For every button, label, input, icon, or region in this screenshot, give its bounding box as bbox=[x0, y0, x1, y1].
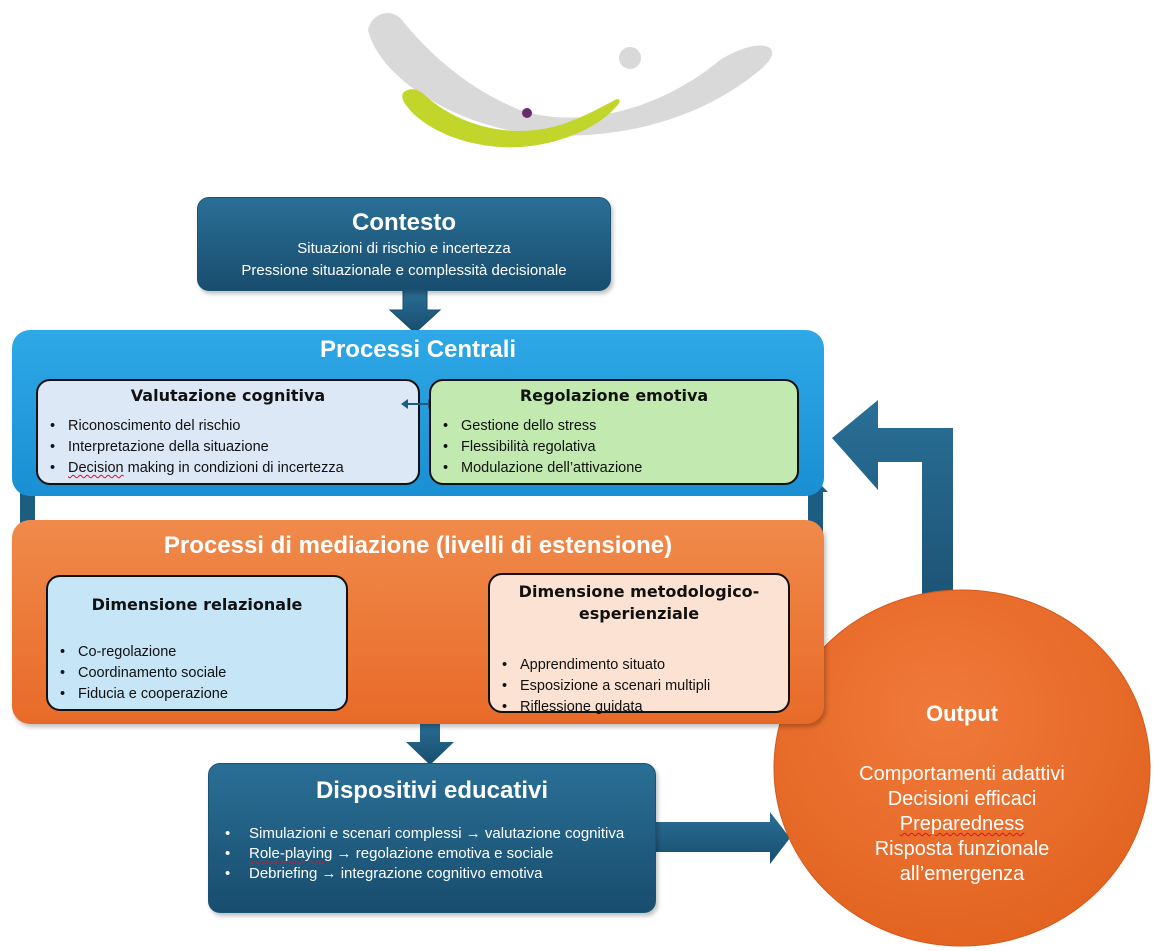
arrow-feedback bbox=[832, 400, 953, 650]
valutazione-title: Valutazione cognitiva bbox=[130, 386, 326, 405]
logo-gray-dot bbox=[619, 47, 641, 69]
list-item: Co-regolazione bbox=[60, 642, 346, 663]
output-line-3: Preparedness bbox=[790, 812, 1134, 837]
metodologico-card: Dimensione metodologico- esperienziale A… bbox=[488, 573, 790, 718]
list-item: Fiducia e cooperazione bbox=[60, 684, 346, 705]
list-item: Modulazione dell’attivazione bbox=[443, 458, 797, 479]
contesto-line-1: Situazioni di rischio e incertezza bbox=[297, 240, 511, 257]
list-item: Flessibilità regolativa bbox=[443, 437, 797, 458]
metodologico-list: Apprendimento situato Esposizione a scen… bbox=[490, 655, 788, 718]
valutazione-list: Riconoscimento del rischio Interpretazio… bbox=[38, 416, 418, 479]
output-content: Output Comportamenti adattivi Decisioni … bbox=[790, 700, 1134, 887]
output-line-1: Comportamenti adattivi bbox=[859, 763, 1065, 785]
logo-purple-dot bbox=[522, 108, 532, 118]
output-line-5: all’emergenza bbox=[899, 863, 1025, 885]
output-oval bbox=[773, 589, 1151, 947]
output-line-2: Decisioni efficaci bbox=[887, 788, 1037, 810]
list-item: Role-playing → regolazione emotiva e soc… bbox=[209, 844, 655, 864]
processi-centrali-title: Processi Centrali bbox=[319, 336, 517, 363]
contesto-line-2: Pressione situazionale e complessità dec… bbox=[241, 262, 567, 279]
list-item: Riconoscimento del rischio bbox=[50, 416, 418, 437]
relazionale-list: Co-regolazione Coordinamento sociale Fid… bbox=[48, 642, 346, 705]
arrow-to-output bbox=[650, 812, 790, 864]
logo-green-swoosh bbox=[402, 89, 620, 148]
regolazione-title: Regolazione emotiva bbox=[519, 386, 709, 405]
list-item-text: Simulazioni e scenari complessi → valuta… bbox=[249, 825, 625, 842]
regolazione-list: Gestione dello stress Flessibilità regol… bbox=[431, 416, 797, 479]
list-item: Gestione dello stress bbox=[443, 416, 797, 437]
list-item: Interpretazione della situazione bbox=[50, 437, 418, 458]
list-item: Riflessione guidata bbox=[502, 697, 788, 718]
dispositivi-list: Simulazioni e scenari complessi → valuta… bbox=[209, 824, 655, 884]
dispositivi-box: Dispositivi educativi Simulazioni e scen… bbox=[208, 763, 656, 913]
list-item-rest: making in condizioni di incertezza bbox=[123, 460, 344, 476]
metodologico-title-1: Dimensione metodologico- bbox=[518, 582, 760, 601]
list-item-text: Debriefing → integrazione cognitivo emot… bbox=[249, 865, 543, 882]
logo bbox=[368, 13, 773, 148]
output-preparedness: Preparedness bbox=[899, 813, 1025, 835]
arrow-down-contesto bbox=[388, 289, 442, 334]
list-item-squiggle: Decision bbox=[68, 460, 124, 476]
arrow-down-mediazione bbox=[406, 722, 454, 765]
dispositivi-title: Dispositivi educativi bbox=[315, 777, 549, 804]
list-item: Coordinamento sociale bbox=[60, 663, 346, 684]
list-item-squiggle: Role-playing bbox=[249, 845, 333, 862]
regolazione-card: Regolazione emotiva Gestione dello stres… bbox=[429, 379, 799, 485]
relazionale-card: Dimensione relazionale Co-regolazione Co… bbox=[46, 575, 348, 711]
list-item: Apprendimento situato bbox=[502, 655, 788, 676]
list-item: Esposizione a scenari multipli bbox=[502, 676, 788, 697]
contesto-title: Contesto bbox=[352, 209, 456, 236]
list-item: Decision making in condizioni di incerte… bbox=[50, 458, 418, 479]
valutazione-card: Valutazione cognitiva Riconoscimento del… bbox=[36, 379, 420, 485]
relazionale-title: Dimensione relazionale bbox=[91, 595, 303, 614]
list-item: Simulazioni e scenari complessi → valuta… bbox=[209, 824, 655, 844]
contesto-box: Contesto Situazioni di rischio e incerte… bbox=[197, 197, 611, 291]
mediazione-title: Processi di mediazione (livelli di esten… bbox=[163, 532, 673, 559]
metodologico-title-2: esperienziale bbox=[578, 604, 700, 623]
output-title: Output bbox=[925, 701, 999, 726]
list-item: Debriefing → integrazione cognitivo emot… bbox=[209, 864, 655, 884]
output-line-4: Risposta funzionale bbox=[874, 838, 1050, 860]
logo-gray-swoosh bbox=[368, 13, 773, 136]
list-item-text: → regolazione emotiva e sociale bbox=[332, 845, 554, 862]
